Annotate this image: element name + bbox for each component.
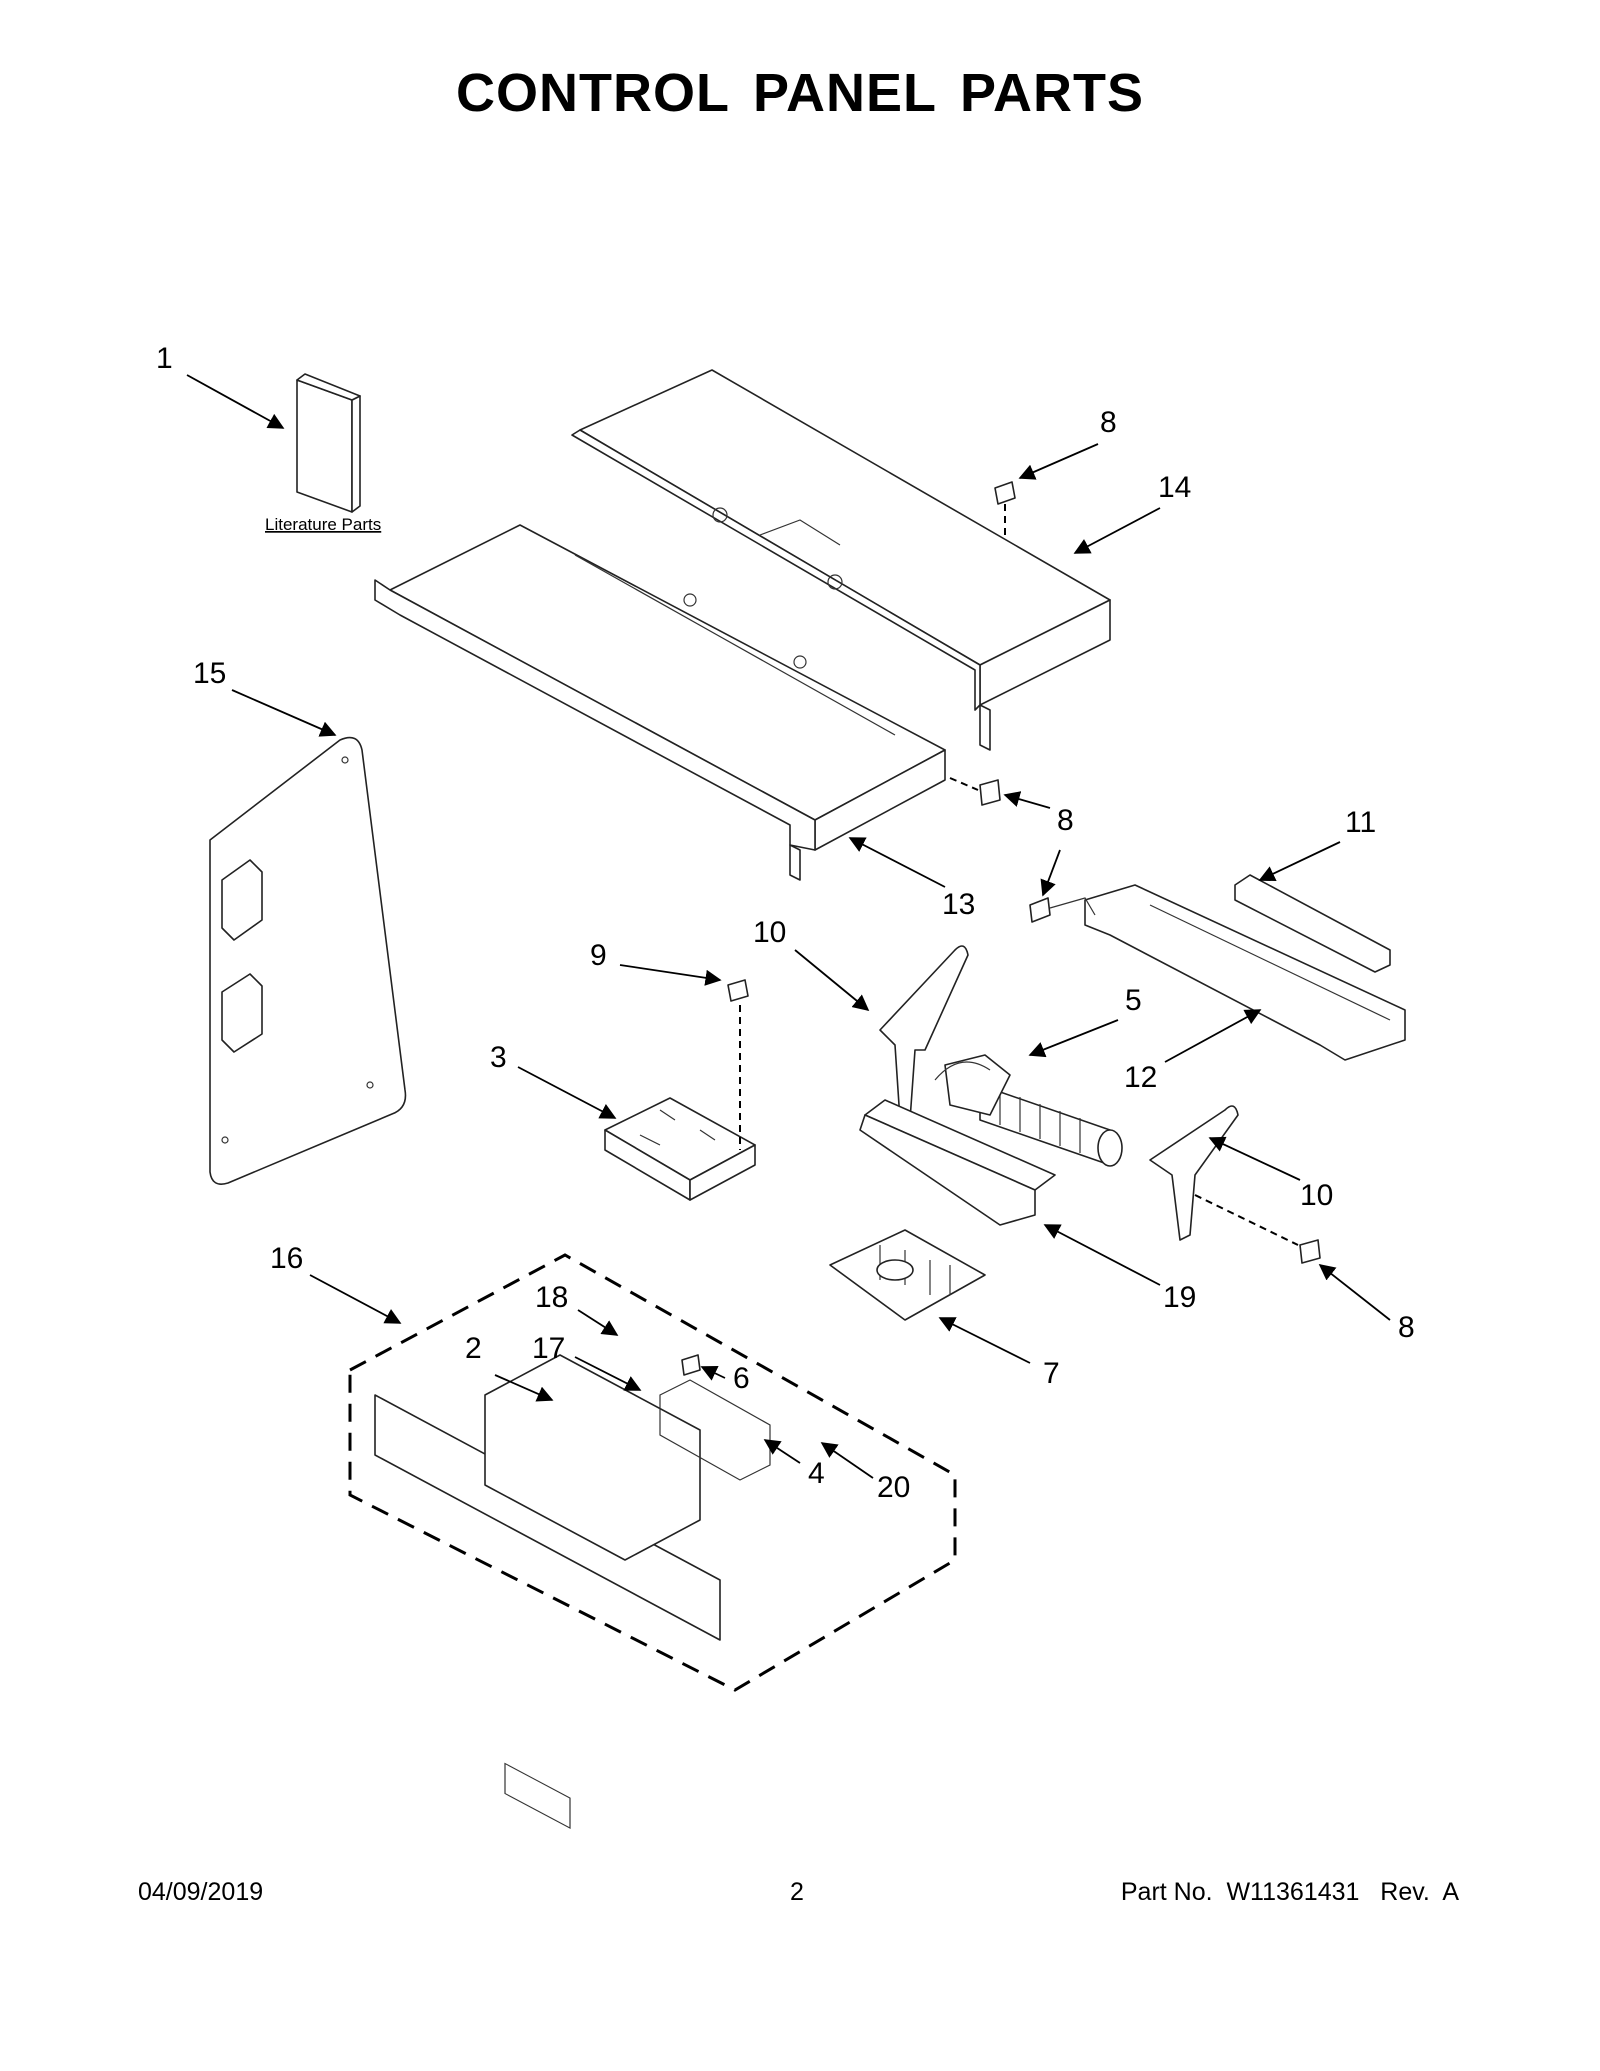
- leader-16: [309, 1274, 402, 1324]
- upper-cover-panel: [571, 369, 1111, 751]
- callout-19: 19: [1163, 1281, 1196, 1314]
- callout-7: 7: [1043, 1357, 1060, 1390]
- control-board: [604, 1097, 756, 1201]
- lower-cover-panel: [374, 524, 946, 881]
- callout-1: 1: [156, 342, 173, 375]
- screw-six: [681, 1354, 701, 1376]
- leader-13: [848, 837, 946, 888]
- callout-15: 15: [193, 657, 226, 690]
- callout-18: 18: [535, 1281, 568, 1314]
- console-panel: [374, 1354, 771, 1829]
- leader-18: [577, 1309, 619, 1336]
- leader-5: [1028, 1019, 1119, 1058]
- power-board: [829, 1229, 986, 1321]
- screw-right: [1194, 1194, 1321, 1264]
- callout-6: 6: [733, 1362, 750, 1395]
- callout-9: 9: [590, 939, 607, 972]
- leader-9: [619, 964, 722, 986]
- footer-part-number: Part No. W11361431 Rev. A: [1120, 1878, 1459, 1906]
- callout-12: 12: [1124, 1061, 1157, 1094]
- callout-17: 17: [532, 1332, 565, 1365]
- side-panel: [209, 736, 407, 1185]
- callout-16: 16: [270, 1242, 303, 1275]
- callout-2: 2: [465, 1332, 482, 1365]
- callout-8: 8: [1398, 1311, 1415, 1344]
- leader-10b: [1208, 1136, 1301, 1181]
- blower-motor: [934, 1054, 1123, 1167]
- literature-parts-label: Literature Parts: [265, 515, 381, 534]
- screw-top: [994, 481, 1016, 540]
- leader-19: [1043, 1224, 1161, 1286]
- leader-8c: [1040, 849, 1061, 897]
- leader-10a: [794, 949, 870, 1012]
- bracket-right: [1149, 1105, 1239, 1241]
- screw-bracket: [1029, 897, 1096, 923]
- leader-14: [1073, 507, 1161, 554]
- leader-15: [231, 689, 337, 737]
- literature-booklet: [296, 373, 361, 513]
- kit-outline: [348, 1253, 957, 1692]
- leader-2: [494, 1374, 554, 1402]
- callout-5: 5: [1125, 984, 1142, 1017]
- leader-4: [763, 1439, 801, 1464]
- leader-12: [1164, 1009, 1262, 1063]
- leader-8b: [1003, 791, 1051, 809]
- leader-7: [938, 1317, 1031, 1364]
- bracket-rail: [1084, 874, 1406, 1061]
- footer-page-number: 2: [790, 1878, 804, 1906]
- callout-14: 14: [1158, 471, 1191, 504]
- callout-10: 10: [1300, 1179, 1333, 1212]
- callout-3: 3: [490, 1041, 507, 1074]
- callout-11: 11: [1345, 806, 1376, 839]
- leader-17: [574, 1356, 642, 1391]
- leader-11: [1258, 841, 1341, 882]
- leader-1: [186, 374, 285, 429]
- page-title: CONTROL PANEL PARTS: [455, 63, 1145, 123]
- leader-20: [820, 1442, 874, 1479]
- leader-6: [700, 1365, 726, 1381]
- screw-mid: [949, 777, 1001, 806]
- shield-plate: [859, 1099, 1056, 1226]
- callout-4: 4: [808, 1457, 825, 1490]
- callout-10: 10: [753, 916, 786, 949]
- callout-8: 8: [1100, 406, 1117, 439]
- leader-3: [517, 1066, 617, 1119]
- leader-8a: [1018, 443, 1099, 480]
- leader-8d: [1318, 1263, 1391, 1321]
- footer-date: 04/09/2019: [138, 1878, 264, 1906]
- callout-8: 8: [1057, 804, 1074, 837]
- callout-20: 20: [877, 1471, 910, 1504]
- screw-nine: [727, 979, 749, 1150]
- callout-13: 13: [942, 888, 975, 921]
